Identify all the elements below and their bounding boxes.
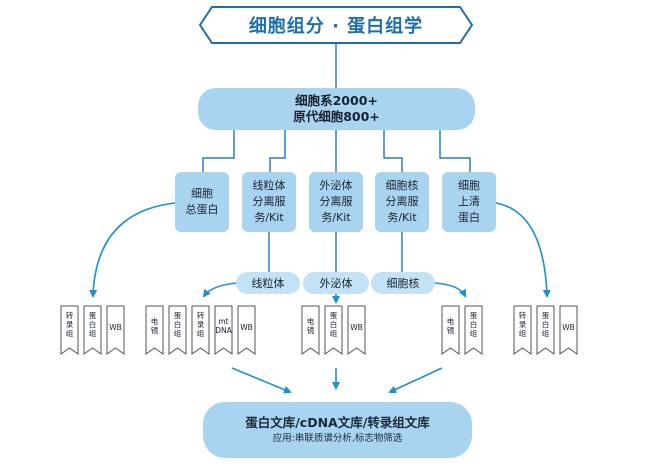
tag-label: 电 — [306, 317, 315, 326]
tag-label: 白 — [329, 320, 338, 329]
nucleus-node: 细胞核 分离服 务/Kit — [375, 172, 429, 232]
tag-label: 组 — [329, 329, 338, 338]
exosome-node: 外泌体 分离服 务/Kit — [309, 172, 363, 232]
node-line: 细胞 — [458, 179, 480, 192]
title-frame — [198, 6, 474, 44]
tag-label: 组 — [518, 329, 527, 338]
tag-label: mt — [218, 317, 229, 326]
node-line: 上清 — [458, 195, 480, 208]
node-line: 细胞 — [191, 187, 213, 200]
tag-label: 蛋 — [541, 311, 550, 320]
tag-label: 组 — [65, 329, 74, 338]
tag-label: 白 — [541, 320, 550, 329]
analysis-tag: 转录组 — [60, 305, 79, 355]
node-line: 务/Kit — [387, 211, 417, 224]
fraction-mitochondria: 线粒体 — [236, 272, 300, 294]
cell-line-count: 细胞系2000+ — [295, 93, 378, 108]
tag-label: 转 — [196, 311, 205, 320]
tag-label: 白 — [88, 320, 97, 329]
analysis-tag: 转录组 — [513, 305, 532, 355]
tag-label: 电 — [446, 317, 455, 326]
analysis-tag: 蛋白组 — [464, 305, 483, 355]
supernatant-protein-node: 细胞 上清 蛋白 — [442, 172, 496, 232]
analysis-tag: 电镜 — [441, 305, 460, 355]
tag-label: 组 — [88, 329, 97, 338]
cell-source-node: 细胞系2000+ 原代细胞800+ — [198, 88, 475, 130]
tag-label: 镜 — [446, 326, 455, 335]
tag-label: 组 — [196, 329, 205, 338]
analysis-tag: 电镜 — [145, 305, 164, 355]
tag-label: WB — [350, 323, 363, 332]
node-line: 细胞核 — [385, 179, 419, 192]
tag-label: 白 — [469, 320, 478, 329]
fraction-nucleus: 细胞核 — [371, 272, 435, 294]
tag-label: 转 — [65, 311, 74, 320]
tag-label: 蛋 — [88, 311, 97, 320]
fraction-exosome: 外泌体 — [303, 272, 369, 294]
analysis-tag: 蛋白组 — [83, 305, 102, 355]
tag-label: WB — [240, 323, 253, 332]
tag-label: 转 — [518, 311, 527, 320]
tag-label: WB — [562, 323, 575, 332]
analysis-tag: 电镜 — [301, 305, 320, 355]
mitochondria-node: 线粒体 分离服 务/Kit — [242, 172, 296, 232]
analysis-tag: WB — [559, 305, 578, 355]
node-line: 蛋白 — [458, 211, 480, 224]
tag-label: 镜 — [150, 326, 159, 335]
analysis-tag: WB — [237, 305, 256, 355]
tag-label: 白 — [173, 320, 182, 329]
tag-label: 组 — [541, 329, 550, 338]
analysis-tag: WB — [347, 305, 366, 355]
node-line: 总蛋白 — [185, 203, 219, 216]
analysis-tag: 蛋白组 — [168, 305, 187, 355]
node-line: 分离服 — [319, 195, 353, 208]
node-line: 务/Kit — [321, 211, 351, 224]
tag-label: 蛋 — [469, 311, 478, 320]
analysis-tag: 蛋白组 — [536, 305, 555, 355]
tag-label: 录 — [65, 320, 74, 329]
tag-label: 镜 — [306, 326, 315, 335]
analysis-tag: 转录组 — [191, 305, 210, 355]
node-line: 线粒体 — [252, 179, 286, 192]
tag-label: DNA — [215, 326, 232, 335]
primary-cell-count: 原代细胞800+ — [293, 109, 380, 124]
library-types: 蛋白文库/cDNA文库/转录组文库 — [245, 415, 430, 430]
page-title: 细胞组分 · 蛋白组学 — [248, 16, 424, 37]
node-line: 务/Kit — [254, 211, 284, 224]
library-output-node: 蛋白文库/cDNA文库/转录组文库 应用:串联质谱分析,标志物筛选 — [203, 402, 472, 458]
tag-label: 电 — [150, 317, 159, 326]
tag-label: 录 — [196, 320, 205, 329]
tag-label: 组 — [469, 329, 478, 338]
tag-label: 蛋 — [329, 311, 338, 320]
node-line: 分离服 — [252, 195, 286, 208]
total-protein-node: 细胞 总蛋白 — [175, 172, 229, 232]
tag-label: 组 — [173, 329, 182, 338]
tag-label: 录 — [518, 320, 527, 329]
analysis-tag: 蛋白组 — [324, 305, 343, 355]
node-line: 外泌体 — [319, 179, 353, 192]
tag-label: 蛋 — [173, 311, 182, 320]
node-line: 分离服 — [385, 195, 419, 208]
applications: 应用:串联质谱分析,标志物筛选 — [272, 433, 403, 444]
analysis-tag: WB — [106, 305, 125, 355]
tag-label: WB — [109, 323, 122, 332]
